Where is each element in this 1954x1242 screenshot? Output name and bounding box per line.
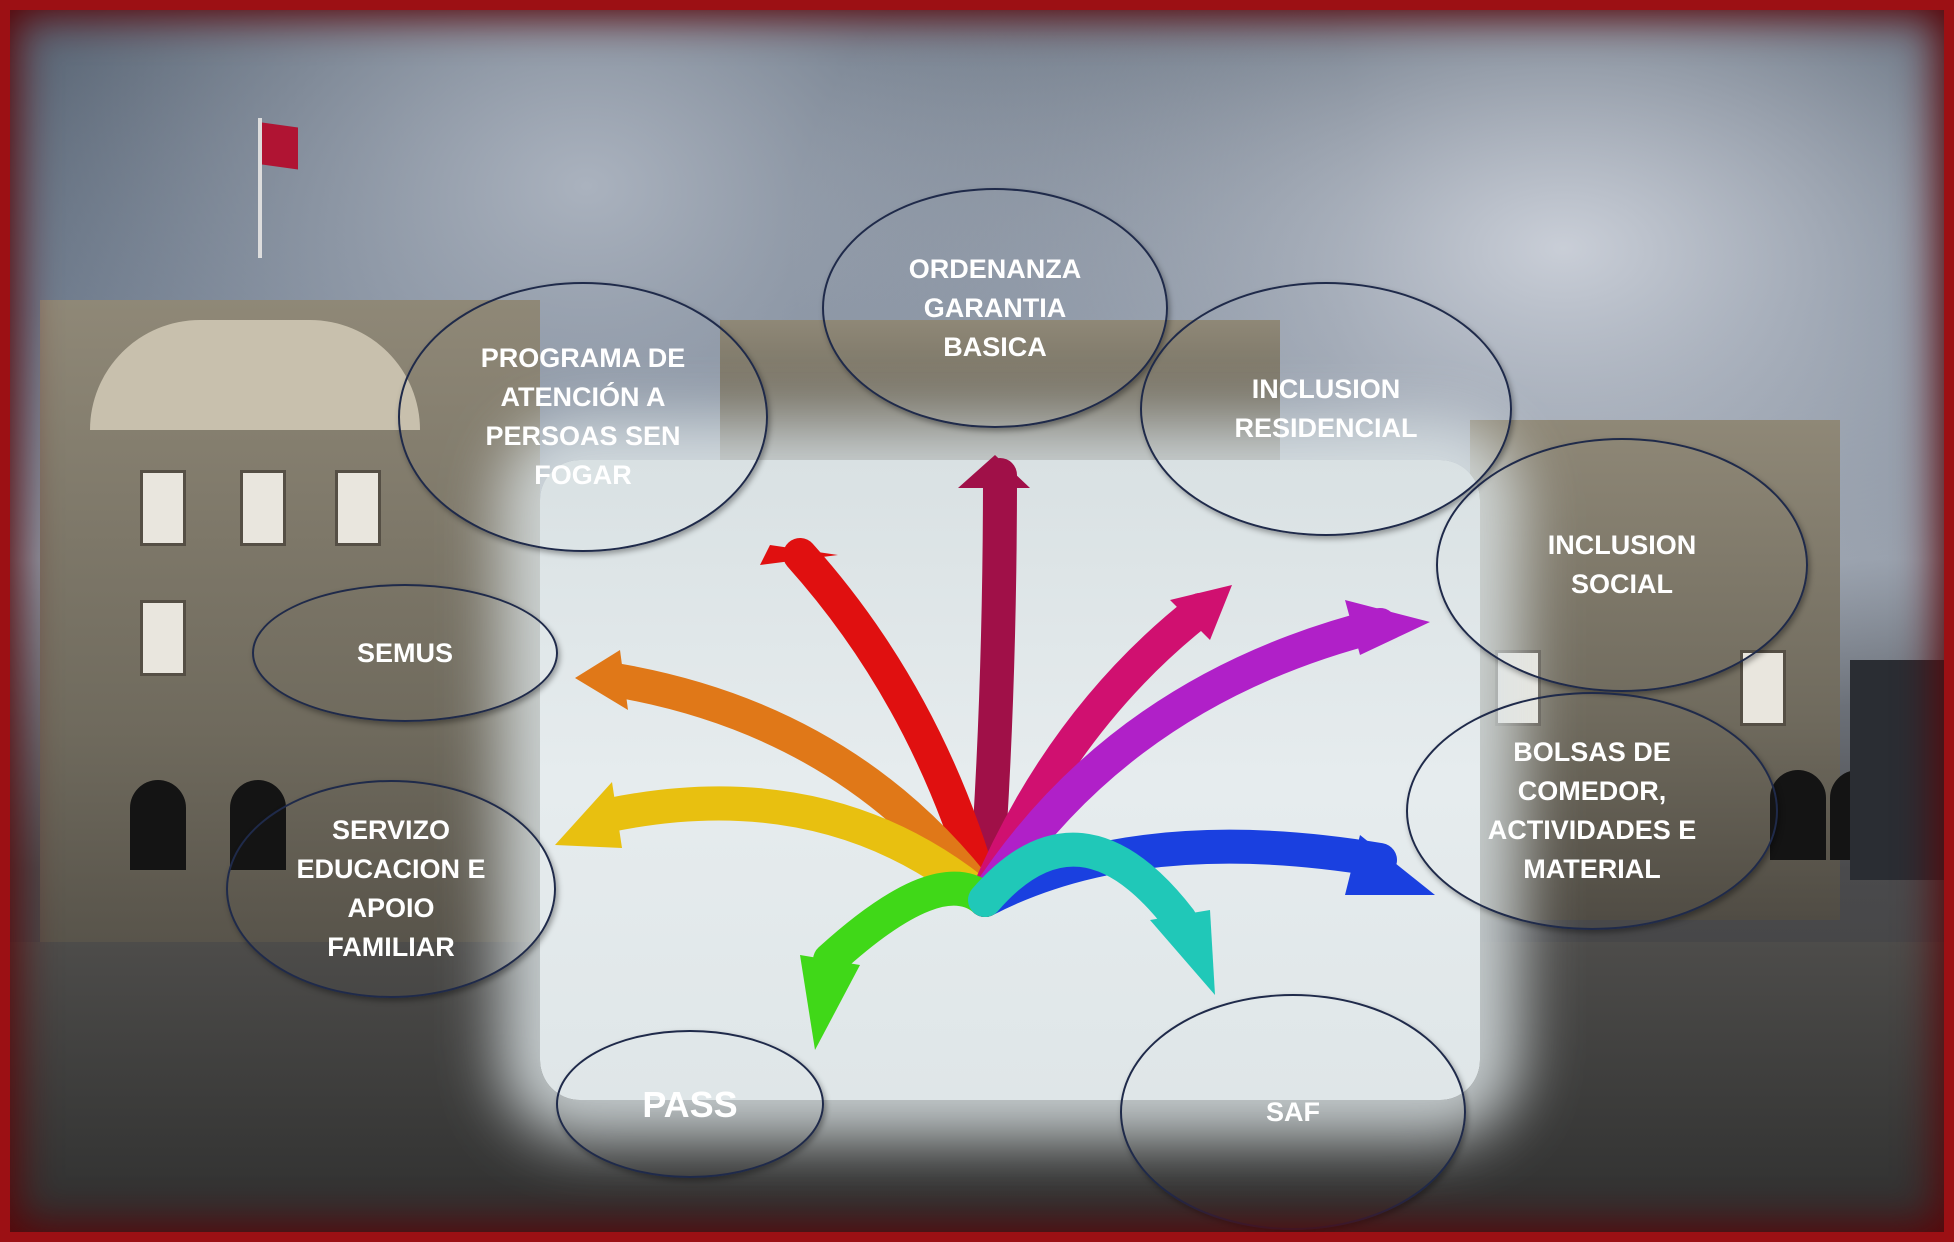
arrow-head: [575, 650, 628, 710]
arrow-head: [555, 782, 622, 848]
node-ordenanza: ORDENANZA GARANTIA BASICA: [822, 188, 1168, 428]
arrow-head: [760, 545, 838, 565]
left-building-pediment: [90, 320, 420, 430]
node-servizo: SERVIZO EDUCACION E APOIO FAMILIAR: [226, 780, 556, 998]
building-arch: [130, 780, 186, 870]
building-arch: [1770, 770, 1826, 860]
node-semus: SEMUS: [252, 584, 558, 722]
building-window: [335, 470, 381, 546]
arrow-shaft: [593, 786, 1002, 917]
arrow-head: [1150, 910, 1215, 995]
arrow-head: [1345, 835, 1435, 895]
building-window: [1740, 650, 1786, 726]
node-saf: SAF: [1120, 994, 1466, 1230]
node-programa: PROGRAMA DE ATENCIÓN A PERSOAS SEN FOGAR: [398, 282, 768, 552]
arrow-shaft: [813, 871, 1002, 977]
node-inclusion-residencial: INCLUSION RESIDENCIAL: [1140, 282, 1512, 536]
arrow-head: [1345, 600, 1430, 655]
arrow-shaft: [968, 608, 1397, 917]
node-inclusion-social: INCLUSION SOCIAL: [1436, 438, 1808, 692]
arrow-head: [1170, 585, 1232, 640]
building-window: [140, 600, 186, 676]
right-dark-building: [1850, 660, 1954, 880]
arrow-head: [958, 455, 1030, 488]
arrow-shaft: [968, 832, 1197, 937]
building-window: [140, 470, 186, 546]
flag-pole: [258, 118, 262, 258]
arrow-shaft: [968, 458, 1017, 917]
node-pass: PASS: [556, 1030, 824, 1178]
arrow-shaft: [783, 538, 1002, 917]
arrow-head: [800, 955, 860, 1050]
building-window: [240, 470, 286, 546]
node-bolsas: BOLSAS DE COMEDOR, ACTIVIDADES E MATERIA…: [1406, 692, 1778, 930]
